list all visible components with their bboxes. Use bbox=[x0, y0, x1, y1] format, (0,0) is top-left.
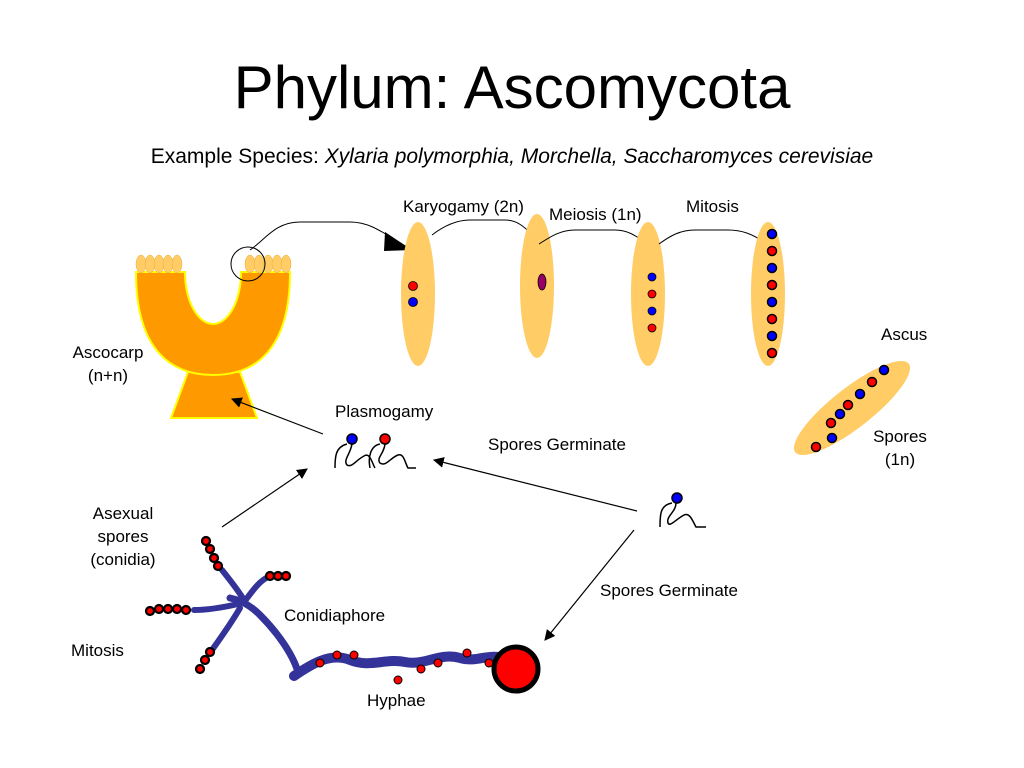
hyphae-tip-sporangium bbox=[491, 644, 541, 694]
label-ascus: Ascus bbox=[881, 325, 928, 344]
page-subtitle: Example Species: Xylaria polymorphia, Mo… bbox=[0, 145, 1024, 169]
arrow-spores-germinate-top bbox=[432, 457, 638, 512]
label-ascocarp-line1: Ascocarp bbox=[72, 343, 144, 362]
conidiaphore-branch-left bbox=[191, 601, 241, 613]
page-title: Phylum: Ascomycota bbox=[233, 54, 791, 121]
subtitle-species: Xylaria polymorphia, Morchella, Saccharo… bbox=[324, 145, 874, 168]
conidia bbox=[144, 535, 292, 675]
label-mitosis-bottom: Mitosis bbox=[71, 641, 124, 660]
ascus-stage-1 bbox=[401, 222, 435, 366]
label-asexual-line2: spores bbox=[97, 526, 149, 546]
zoom-circle bbox=[230, 246, 266, 282]
label-karyogamy: Karyogamy (2n) bbox=[403, 197, 524, 216]
label-hyphae: Hyphae bbox=[367, 691, 426, 710]
asci-right bbox=[244, 254, 292, 274]
hyphae bbox=[191, 567, 515, 681]
ascus-stage-3 bbox=[631, 222, 665, 366]
label-spores-line1: Spores bbox=[873, 427, 927, 446]
subtitle-prefix: Example Species: bbox=[150, 145, 325, 168]
ascocarp-cup bbox=[134, 271, 292, 377]
conidiaphore-stem bbox=[226, 594, 302, 676]
ascus-stage-2 bbox=[520, 214, 554, 358]
label-spores-germinate-top: Spores Germinate bbox=[488, 435, 626, 454]
label-conidiaphore: Conidiaphore bbox=[284, 606, 386, 625]
zoom-arrow-head bbox=[384, 232, 412, 251]
asci-left bbox=[135, 254, 183, 274]
germinating-spore-right bbox=[659, 492, 706, 528]
ascus-stage-4 bbox=[751, 222, 785, 366]
label-asexual-line3: (conidia) bbox=[90, 549, 156, 569]
plasmogamy-hyphae bbox=[334, 433, 416, 469]
label-spores-germinate-bottom: Spores Germinate bbox=[600, 581, 738, 600]
ascocarp bbox=[134, 246, 292, 419]
arrow-karyogamy bbox=[431, 219, 538, 241]
label-spores: Spores (1n) bbox=[860, 426, 940, 472]
label-spores-line2: (1n) bbox=[884, 449, 916, 469]
conidiaphore-branch-down bbox=[209, 605, 243, 653]
label-asexual-spores: Asexual spores (conidia) bbox=[70, 503, 176, 572]
arrow-asexual-to-plasmogamy bbox=[221, 468, 308, 528]
ascocarp-stalk bbox=[169, 371, 259, 419]
arrow-plasmogamy-to-ascocarp bbox=[230, 397, 324, 435]
hyphae-nuclei bbox=[315, 648, 494, 685]
label-meiosis: Meiosis (1n) bbox=[549, 205, 642, 224]
label-mitosis-top: Mitosis bbox=[686, 197, 739, 216]
arrow-spores-germinate-bottom bbox=[544, 529, 635, 641]
label-ascocarp-line2: (n+n) bbox=[87, 365, 129, 385]
conidiaphore-branch-right bbox=[241, 574, 271, 605]
label-asexual-line1: Asexual bbox=[92, 504, 154, 523]
arrow-meiosis bbox=[538, 229, 649, 245]
conidiaphore-branch-up bbox=[219, 567, 247, 603]
hypha-main bbox=[289, 651, 515, 681]
tilted-ascus bbox=[793, 360, 911, 456]
arrow-mitosis bbox=[658, 229, 765, 245]
label-plasmogamy: Plasmogamy bbox=[335, 402, 434, 421]
label-ascocarp: Ascocarp (n+n) bbox=[60, 342, 156, 388]
